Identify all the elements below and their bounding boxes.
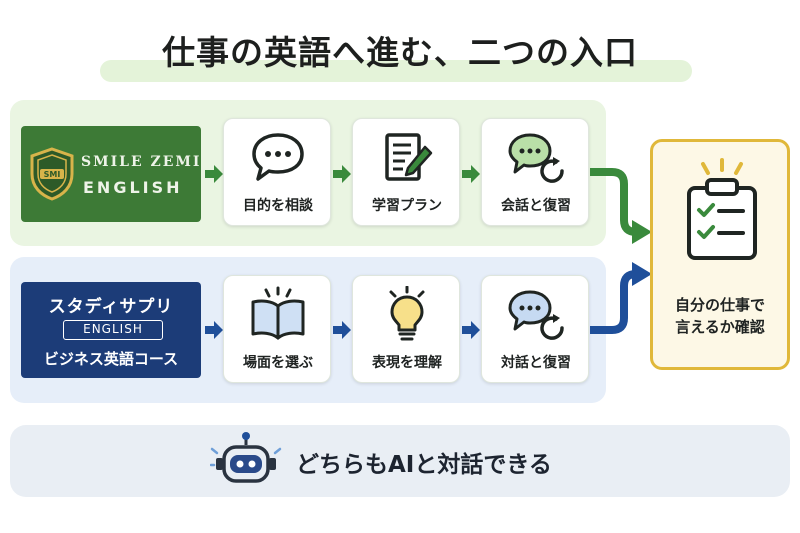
- page-title: 仕事の英語へ進む、二つの入口: [162, 33, 638, 72]
- studysapuri-course: ビジネス英語コース: [43, 350, 179, 368]
- open-book-icon: [251, 286, 305, 340]
- goal-line-2: 言えるか確認: [675, 318, 765, 336]
- studysapuri-name: スタディサプリ: [48, 297, 174, 317]
- speech-bubble-icon: [252, 133, 304, 181]
- step-card-dialogue-review: 対話と復習: [481, 275, 589, 383]
- smile-zemi-brand: SMI SMILE ZEMI ENGLISH: [21, 126, 201, 222]
- step-label: 会話と復習: [501, 198, 571, 214]
- step-card-choose-scene: 場面を選ぶ: [223, 275, 331, 383]
- title-highlight: [100, 60, 692, 82]
- footer-text: どちらもAIと対話できる: [296, 452, 552, 478]
- blue-arrow-3: [462, 321, 480, 339]
- green-connector-head: [632, 220, 652, 244]
- blue-arrow-2: [333, 321, 351, 339]
- chat-refresh-icon: [508, 133, 564, 183]
- chat-refresh-icon: [508, 290, 564, 340]
- clipboard-checklist-icon: [687, 158, 757, 260]
- step-label: 目的を相談: [243, 198, 313, 214]
- shield-icon: SMI: [30, 147, 74, 201]
- blue-arrow-1: [205, 321, 223, 339]
- goal-box: 自分の仕事で 言えるか確認: [650, 139, 790, 370]
- lightbulb-icon: [389, 286, 425, 341]
- green-arrow-2: [333, 165, 351, 183]
- blue-connector-head: [632, 262, 652, 286]
- smile-zemi-english: ENGLISH: [83, 178, 183, 197]
- footer-banner: どちらもAIと対話できる: [10, 425, 790, 497]
- goal-line-1: 自分の仕事で: [674, 296, 765, 314]
- studysapuri-brand: スタディサプリ ENGLISH ビジネス英語コース: [21, 282, 201, 378]
- smile-zemi-name: SMILE ZEMI: [81, 154, 202, 170]
- step-card-conversation-review: 会話と復習: [481, 118, 589, 226]
- step-label: 学習プラン: [372, 198, 442, 214]
- notepad-pencil-icon: [385, 133, 433, 181]
- step-card-consult: 目的を相談: [223, 118, 331, 226]
- shield-emblem-text: SMI: [44, 170, 61, 179]
- step-card-understand-expressions: 表現を理解: [352, 275, 460, 383]
- step-label: 表現を理解: [372, 355, 442, 371]
- step-card-plan: 学習プラン: [352, 118, 460, 226]
- studysapuri-english-badge: ENGLISH: [63, 320, 163, 340]
- goal-text: 自分の仕事で 言えるか確認: [653, 294, 787, 338]
- title-area: 仕事の英語へ進む、二つの入口: [0, 18, 800, 88]
- step-label: 場面を選ぶ: [243, 355, 313, 371]
- green-arrow-1: [205, 165, 223, 183]
- step-label: 対話と復習: [501, 355, 571, 371]
- green-arrow-3: [462, 165, 480, 183]
- robot-icon: [210, 432, 282, 483]
